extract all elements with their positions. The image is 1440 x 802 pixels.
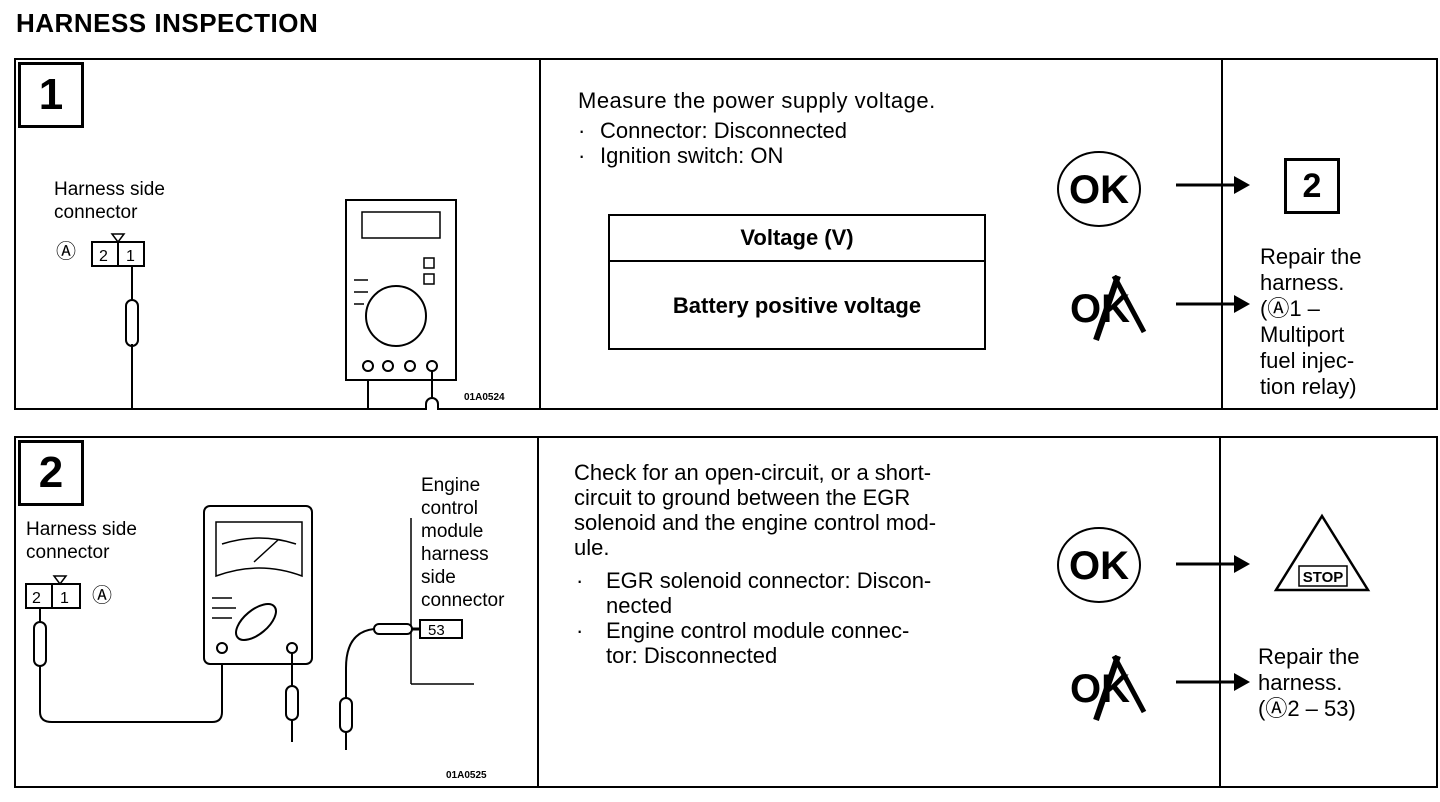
step-2-panel: 2 Harness side connector Engine control … xyxy=(14,436,1438,788)
ecm-connector-label: Engine control module harness side conne… xyxy=(421,475,505,611)
harness-side-label: Harness side connector xyxy=(26,519,137,563)
arrow-icon xyxy=(1176,555,1250,573)
ok-circle-icon: OK xyxy=(1057,527,1141,603)
stop-triangle-icon: STOP xyxy=(1273,513,1371,592)
condition-list: ·Connector: Disconnected ·Ignition switc… xyxy=(578,118,847,168)
next-step-box: 2 xyxy=(1284,158,1340,214)
pin-1: 1 xyxy=(126,248,135,265)
ecm-pin: 53 xyxy=(428,622,445,639)
condition-item: ·EGR solenoid connector: Discon- xyxy=(576,568,932,593)
divider xyxy=(539,60,541,408)
page-title: HARNESS INSPECTION xyxy=(16,8,319,38)
condition-list: ·EGR solenoid connector: Discon- nected … xyxy=(576,568,931,668)
divider xyxy=(537,438,539,786)
repair-instruction: Repair the harness. (Ⓐ1 – Multiport fuel… xyxy=(1260,244,1362,399)
step-number: 2 xyxy=(18,440,84,506)
condition-item: ·Engine control module connec- xyxy=(576,618,910,643)
connector-letter: Ⓐ xyxy=(56,240,76,263)
step-heading: Check for an open-circuit, or a short- c… xyxy=(574,460,937,560)
ok-label: OK xyxy=(1069,168,1129,212)
ng-icon: OK xyxy=(1070,274,1147,341)
harness-side-label: Harness side connector xyxy=(54,179,165,223)
pin-2: 2 xyxy=(32,590,41,607)
table-cell: Battery positive voltage xyxy=(672,293,922,318)
divider xyxy=(1221,60,1223,408)
condition-item: nected xyxy=(606,593,673,618)
repair-instruction: Repair the harness. (Ⓐ2 – 53) xyxy=(1258,644,1360,721)
voltage-table: Voltage (V) Battery positive voltage xyxy=(608,214,986,350)
arrow-icon xyxy=(1176,673,1250,691)
multimeter-diagram: Ⓐ 2 1 xyxy=(56,199,457,410)
condition-item: tor: Disconnected xyxy=(606,643,778,668)
ok-label: OK xyxy=(1069,544,1129,588)
condition-item: ·Connector: Disconnected xyxy=(578,118,848,143)
pin-2: 2 xyxy=(99,248,108,265)
ng-icon: OK xyxy=(1070,654,1147,721)
analog-meter-diagram: 2 1 Ⓐ 53 xyxy=(25,505,474,750)
connector-letter: Ⓐ xyxy=(92,584,112,607)
pin-1: 1 xyxy=(60,590,69,607)
ok-circle-icon: OK xyxy=(1057,151,1141,227)
step-number: 1 xyxy=(18,62,84,128)
arrow-icon xyxy=(1176,295,1250,313)
step-heading: Measure the power supply voltage. xyxy=(578,88,936,113)
divider xyxy=(1219,438,1221,786)
arrow-icon xyxy=(1176,176,1250,194)
stop-label: STOP xyxy=(1303,569,1344,586)
figure-code: 01A0524 xyxy=(464,392,505,403)
condition-item: ·Ignition switch: ON xyxy=(578,143,784,168)
step-1-panel: 1 Harness side connector Ⓐ 2 1 xyxy=(14,58,1438,410)
table-header: Voltage (V) xyxy=(610,216,984,262)
figure-code: 01A0525 xyxy=(446,770,487,781)
